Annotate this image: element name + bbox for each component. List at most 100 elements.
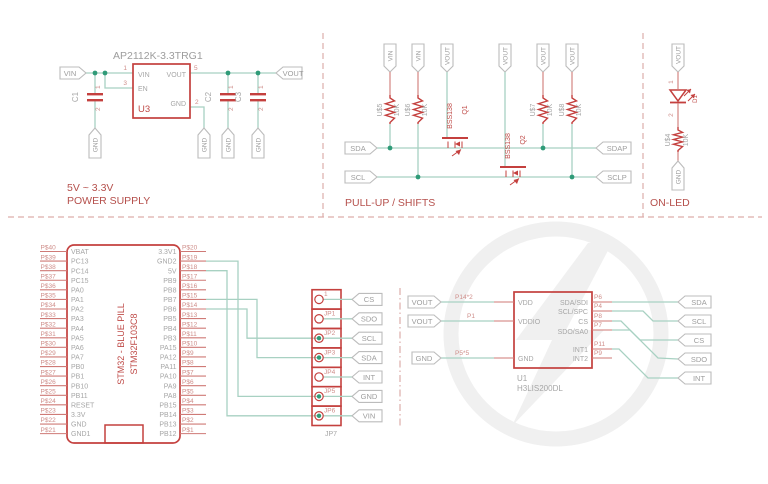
u1-accelerometer[interactable]: VDD VDDIO GND SDA/SDI SCL/SPC CS SDO/SA0… (513, 291, 593, 393)
u3-pin-vout: VOUT (167, 72, 187, 79)
vout-flag[interactable]: VOUT (407, 295, 442, 309)
sda-flag[interactable]: SDA (344, 141, 378, 155)
gnd-flag-label: GND (256, 137, 263, 152)
gnd-flag-label: GND (416, 354, 433, 363)
resistor-zigzag[interactable] (536, 95, 550, 124)
gnd-flag[interactable]: GND (197, 127, 211, 159)
sda-flag[interactable]: SDA (677, 295, 712, 309)
gnd-flag[interactable]: GND (411, 351, 442, 365)
pullup-resistors[interactable]: U$5 10K U$6 10K U$7 10K U$8 10K (377, 72, 583, 124)
vin-flag[interactable]: VIN (411, 43, 425, 73)
r-u5-value: 10K (394, 103, 401, 116)
vin-flag[interactable]: VIN (59, 66, 87, 80)
stm32-pin-name: PA12 (160, 355, 177, 362)
net-flag-int[interactable] (351, 370, 383, 384)
net-flag-sdo[interactable] (351, 312, 383, 326)
d1-led[interactable]: D1 (668, 88, 699, 104)
gnd-flag[interactable]: GND (251, 127, 265, 159)
stm32-pin-name: PA4 (71, 326, 84, 333)
gnd-flag-label: GND (202, 137, 209, 152)
vout-flag[interactable]: VOUT (498, 43, 512, 73)
cs-flag[interactable]: CS (677, 333, 712, 347)
scl-flag[interactable]: SCL (344, 170, 378, 184)
jp7-pad-circle[interactable] (314, 333, 324, 343)
net-flag-gnd[interactable] (351, 389, 383, 403)
jp7-header[interactable]: 1CSJP1SDOJP2SCLJP3SDAJP4INTJP5GNDJP6VIN … (311, 288, 383, 438)
stm32-pin-name: PA8 (164, 393, 177, 400)
r-u7-ref: U$7 (530, 103, 537, 116)
resistor-zigzag[interactable] (411, 95, 425, 124)
q1-part: BSS138 (447, 103, 454, 129)
jp7-pin-number: JP4 (324, 369, 336, 376)
accel-right-pins[interactable]: P6 P4 P8 P7 P11 P9 (592, 294, 612, 359)
stm32-jp7-wires[interactable] (206, 260, 319, 417)
vout-flag[interactable]: VOUT (536, 43, 550, 73)
r-u5-ref: U$5 (377, 103, 384, 116)
jp7-pin-number: JP2 (324, 330, 336, 337)
vout-flag[interactable]: VOUT (671, 43, 685, 73)
jp7-pad-circle[interactable] (314, 391, 324, 402)
vin-flag[interactable]: VIN (383, 43, 397, 73)
int-flag[interactable]: INT (677, 371, 712, 385)
resistor-zigzag[interactable] (383, 95, 397, 124)
u1-pinnum-vddio: P1 (467, 313, 475, 320)
vout-flag-label: VOUT (283, 69, 304, 78)
stm32-title-1: STM32 - BLUE PILL (116, 303, 126, 385)
vout-flag[interactable]: VOUT (407, 314, 442, 328)
stm32-pad-label: P$9 (182, 350, 194, 357)
u3-regulator[interactable]: VIN VOUT EN GND U3 1 3 5 2 (123, 63, 199, 119)
sclp-flag[interactable]: SCLP (595, 170, 632, 184)
net-flag-vin[interactable] (351, 409, 383, 423)
jp7-pad-circle[interactable] (314, 372, 324, 382)
net-flag-label: VOUT (570, 47, 577, 65)
accel-right-wires[interactable] (612, 301, 679, 379)
stm32-pin-name: PA5 (71, 335, 84, 342)
jp7-pad-circle[interactable] (314, 294, 324, 305)
net-flag-label: VIN (388, 50, 395, 61)
jp7-pad-circle[interactable] (314, 313, 324, 324)
stm32-pad-label: P$2 (182, 417, 194, 424)
stm32-pad-label: P$29 (41, 350, 57, 357)
vout-flag[interactable]: VOUT (440, 43, 454, 73)
jp7-pad-circle[interactable] (314, 352, 324, 363)
net-flag-label: INT (363, 373, 376, 382)
vout-flag[interactable]: VOUT (565, 43, 579, 73)
q1-mosfet[interactable]: BSS138 Q1 (442, 103, 469, 157)
u4-resistor[interactable]: U$4 10K (665, 127, 690, 152)
stm32-pin-name: PA1 (71, 297, 84, 304)
accel-left-pins[interactable]: P14*2 P1 P5*5 (441, 294, 514, 359)
r-u8-value: 10K (576, 103, 583, 116)
gnd-flag[interactable]: GND (671, 160, 685, 191)
q2-mosfet[interactable]: BSS138 Q2 (500, 133, 527, 186)
resistor-zigzag[interactable] (670, 127, 686, 152)
c1-capacitor[interactable]: C1 1 2 (71, 85, 103, 111)
jp7-pin-number: JP3 (324, 349, 336, 356)
net-flag-scl[interactable] (351, 331, 383, 345)
stm32-pin-name: PA9 (164, 383, 177, 390)
net-flag-sda[interactable] (351, 351, 383, 365)
stm32-pad-label: P$7 (182, 369, 194, 376)
c2-capacitor[interactable]: C2 1 2 (204, 85, 236, 111)
stm32-module[interactable]: STM32 - BLUE PILL STM32F103C8 P$40VBATP$… (40, 244, 206, 444)
pullup-wires[interactable] (377, 72, 596, 178)
stm32-pad-label: P$34 (41, 302, 57, 309)
sdo-flag[interactable]: SDO (677, 352, 712, 366)
jp7-pad-circle[interactable] (314, 410, 324, 421)
gnd-flag[interactable]: GND (221, 127, 235, 159)
vout-flag-label: VOUT (412, 317, 433, 326)
stm32-pin-name: PC13 (71, 259, 89, 266)
power-supply-section: AP2112K-3.3TRG1 VIN VOUT EN GND U3 1 3 5 (59, 50, 304, 207)
junction-dots (387, 145, 575, 180)
c3-capacitor[interactable]: C3 1 2 (234, 85, 266, 111)
sdap-flag[interactable]: SDAP (595, 141, 632, 155)
vout-flag[interactable]: VOUT (275, 66, 304, 80)
gnd-flag[interactable]: GND (88, 127, 102, 159)
stm32-pad-label: P$39 (41, 254, 57, 261)
u1-pin-sda: SDA/SDI (560, 300, 588, 307)
scl-flag[interactable]: SCL (677, 314, 712, 328)
net-flag-cs[interactable] (351, 292, 383, 306)
stm32-pin-name: PB1 (71, 374, 84, 381)
resistor-zigzag[interactable] (565, 95, 579, 124)
gnd-flag-label: GND (226, 137, 233, 152)
section-dividers (8, 33, 762, 428)
